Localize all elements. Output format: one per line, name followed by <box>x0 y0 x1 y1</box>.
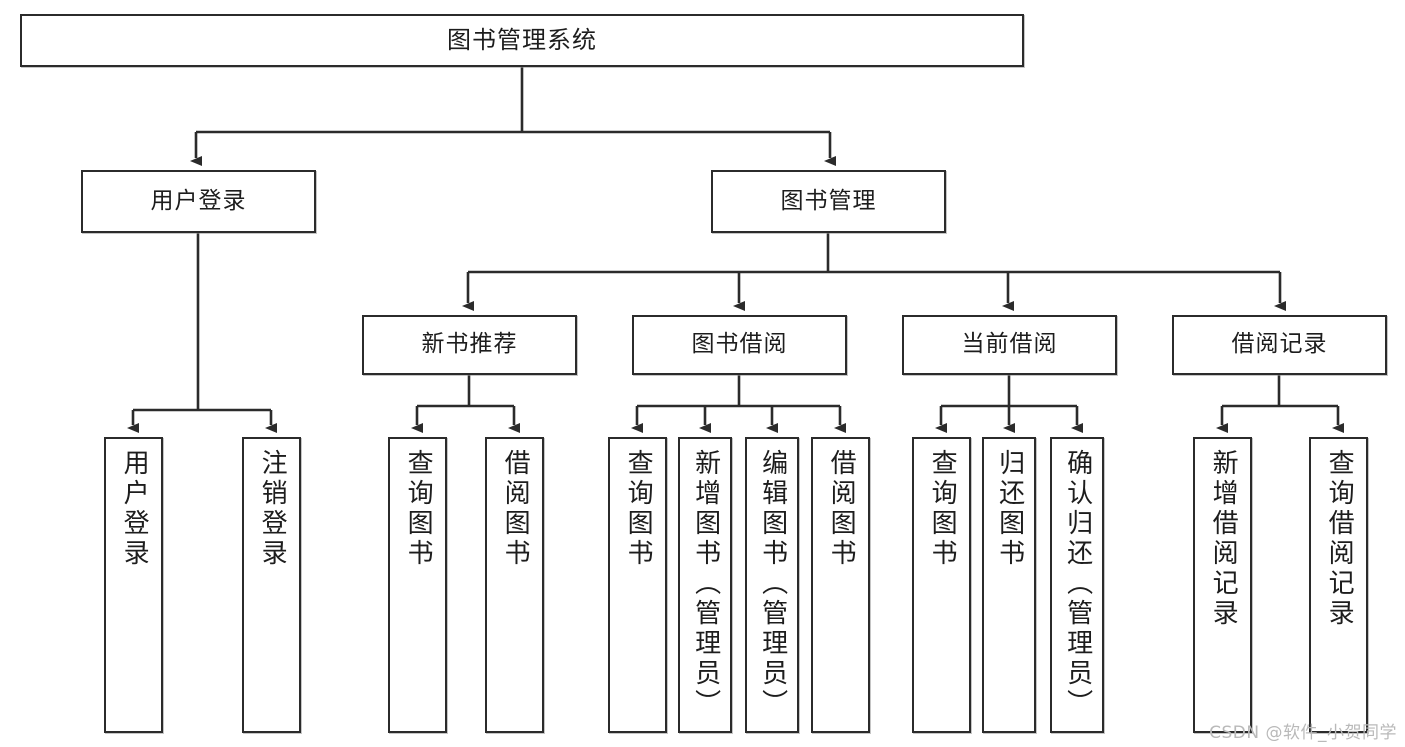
node-label: 图书管理系统 <box>447 26 597 55</box>
node-label: 查询图书 <box>927 449 958 569</box>
csdn-watermark: CSDN @软件_小贺同学 <box>1209 723 1397 743</box>
node-label: 新书推荐 <box>421 331 518 358</box>
leaf-query-book-current[interactable]: 查询图书 <box>912 437 971 733</box>
node-book-management[interactable]: 图书管理 <box>711 170 946 233</box>
node-label: 新增借阅记录 <box>1208 449 1239 629</box>
node-label: 当前借阅 <box>961 331 1058 358</box>
leaf-return-book[interactable]: 归还图书 <box>982 437 1036 733</box>
node-label: 新增图书（管理员） <box>690 449 721 719</box>
leaf-user-login[interactable]: 用户登录 <box>104 437 163 733</box>
node-current-borrow[interactable]: 当前借阅 <box>902 315 1117 375</box>
node-label: 归还图书 <box>994 449 1025 569</box>
node-root-system[interactable]: 图书管理系统 <box>20 14 1024 67</box>
node-label: 图书管理 <box>780 187 877 214</box>
leaf-query-borrow-record[interactable]: 查询借阅记录 <box>1309 437 1368 733</box>
leaf-borrow-book[interactable]: 借阅图书 <box>811 437 870 733</box>
leaf-logout[interactable]: 注销登录 <box>242 437 301 733</box>
node-label: 借阅图书 <box>500 449 531 569</box>
node-borrow-record[interactable]: 借阅记录 <box>1172 315 1387 375</box>
leaf-add-borrow-record[interactable]: 新增借阅记录 <box>1193 437 1252 733</box>
leaf-query-book-recommend[interactable]: 查询图书 <box>388 437 447 733</box>
node-label: 编辑图书（管理员） <box>757 449 788 719</box>
node-label: 用户登录 <box>150 187 247 214</box>
node-label: 查询图书 <box>403 449 434 569</box>
leaf-query-book[interactable]: 查询图书 <box>608 437 667 733</box>
leaf-borrow-book-recommend[interactable]: 借阅图书 <box>485 437 544 733</box>
leaf-edit-book-admin[interactable]: 编辑图书（管理员） <box>745 437 799 733</box>
node-label: 注销登录 <box>257 449 288 569</box>
node-label: 查询图书 <box>623 449 654 569</box>
node-label: 借阅记录 <box>1231 331 1328 358</box>
node-label: 用户登录 <box>119 449 150 569</box>
leaf-confirm-return-admin[interactable]: 确认归还（管理员） <box>1050 437 1104 733</box>
node-label: 确认归还（管理员） <box>1062 449 1093 719</box>
node-new-book-recommend[interactable]: 新书推荐 <box>362 315 577 375</box>
node-label: 借阅图书 <box>826 449 857 569</box>
leaf-add-book-admin[interactable]: 新增图书（管理员） <box>678 437 732 733</box>
node-user-login[interactable]: 用户登录 <box>81 170 316 233</box>
node-label: 图书借阅 <box>691 331 788 358</box>
node-book-borrow[interactable]: 图书借阅 <box>632 315 847 375</box>
node-label: 查询借阅记录 <box>1324 449 1355 629</box>
